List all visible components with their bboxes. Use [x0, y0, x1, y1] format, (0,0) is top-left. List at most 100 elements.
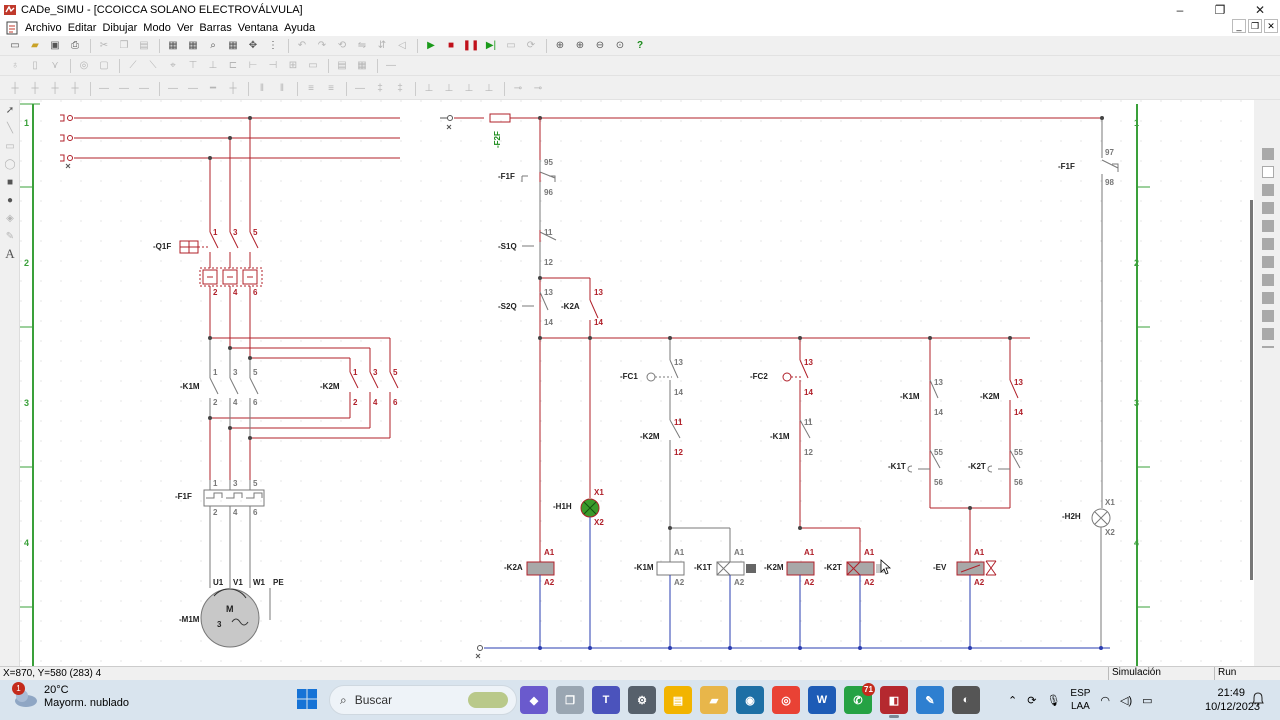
file-explorer-icon[interactable]: ▰: [700, 686, 728, 714]
valve-component-icon[interactable]: ⊞: [288, 60, 298, 71]
window-icon[interactable]: ▭: [506, 40, 516, 51]
connect4-icon[interactable]: ⊥: [484, 83, 494, 94]
windows-start-icon[interactable]: [296, 688, 318, 710]
tool-icon[interactable]: [1262, 256, 1274, 268]
line6-icon[interactable]: ━: [209, 83, 217, 94]
sensor-component-icon[interactable]: ⌖: [170, 60, 176, 71]
fuse-component-icon[interactable]: ▯: [32, 60, 38, 71]
line4-icon[interactable]: —: [168, 83, 178, 94]
nc-contact-component-icon[interactable]: ⟍: [149, 60, 157, 71]
text-tool-icon[interactable]: A: [5, 246, 15, 261]
schematic-canvas[interactable]: 1 2 3 4 1 2 3 4: [20, 100, 1254, 666]
tool-icon[interactable]: [1262, 220, 1274, 232]
taskbar-search[interactable]: ⌕ Buscar: [329, 685, 517, 715]
filled-ellipse-tool-icon[interactable]: ●: [6, 194, 14, 206]
breaker-component-icon[interactable]: ⋎: [51, 60, 59, 71]
menu-ventana[interactable]: Ventana: [237, 21, 279, 34]
connect2-icon[interactable]: ⊥: [444, 83, 454, 94]
page-zoom-icon[interactable]: ▦: [188, 40, 198, 51]
cylinder-component-icon[interactable]: ▭: [308, 60, 318, 71]
recorder-app-icon[interactable]: ◐: [952, 686, 980, 714]
taskbar-clock[interactable]: 21:49 10/12/2023: [1205, 686, 1260, 714]
language-indicator[interactable]: ESP LAA: [1070, 688, 1091, 712]
bus3-icon[interactable]: ≡: [308, 83, 314, 94]
relay-component-icon[interactable]: ⊢: [248, 60, 258, 71]
notification-bell-icon[interactable]: [1252, 692, 1264, 706]
wire-junction2-icon[interactable]: ┼: [51, 83, 59, 94]
mdi-close-button[interactable]: ✕: [1264, 19, 1278, 33]
tool-icon[interactable]: [1262, 328, 1274, 340]
plc-component-icon[interactable]: ▤: [337, 60, 347, 71]
chrome-app-icon[interactable]: ◎: [772, 686, 800, 714]
wire-junction3-icon[interactable]: ┼: [71, 83, 79, 94]
paint-app-icon[interactable]: ✎: [916, 686, 944, 714]
contact-component-icon[interactable]: ⟋: [129, 60, 137, 71]
word-app-icon[interactable]: W: [808, 686, 836, 714]
mirror-icon[interactable]: ⇋: [357, 40, 367, 51]
microphone-icon[interactable]: 🎙: [1046, 694, 1061, 707]
paste-icon[interactable]: ▤: [139, 40, 149, 51]
volume-icon[interactable]: ◁): [1120, 694, 1133, 707]
pause-icon[interactable]: ❚❚: [462, 40, 480, 51]
minimize-button[interactable]: –: [1176, 2, 1184, 17]
chevron-up-icon[interactable]: ⌃: [1008, 694, 1018, 707]
run-icon[interactable]: ▶: [427, 40, 435, 51]
new-file-icon[interactable]: ▭: [10, 40, 20, 51]
tool-icon[interactable]: [1262, 184, 1274, 196]
button-component-icon[interactable]: ⊤: [188, 60, 198, 71]
line-icon[interactable]: —: [99, 83, 109, 94]
save-icon[interactable]: ▣: [50, 40, 60, 51]
cross-icon[interactable]: —: [355, 83, 365, 94]
wifi-icon[interactable]: ◠: [1100, 694, 1111, 707]
display-component-icon[interactable]: ▦: [357, 60, 367, 71]
tool-icon[interactable]: [1262, 310, 1274, 322]
menu-modo[interactable]: Modo: [143, 21, 171, 34]
menu-ayuda[interactable]: Ayuda: [284, 21, 316, 34]
rectangle-tool-icon[interactable]: ▭: [5, 140, 15, 152]
rotate-icon[interactable]: ⟲: [337, 40, 347, 51]
bus2-icon[interactable]: ‖: [279, 83, 285, 94]
whatsapp-app-icon[interactable]: ✆71: [844, 683, 875, 714]
motor-component-icon[interactable]: ◎: [79, 60, 89, 71]
cross2-icon[interactable]: ‡: [377, 83, 383, 94]
pen-tool-icon[interactable]: ✎: [5, 230, 15, 242]
tool-icon[interactable]: [1262, 166, 1274, 178]
page-settings-icon[interactable]: ▦: [228, 40, 238, 51]
cut-icon[interactable]: ✂: [99, 40, 109, 51]
fill-tool-icon[interactable]: ◈: [6, 212, 14, 224]
mdi-minimize-button[interactable]: _: [1232, 19, 1246, 33]
connect3-icon[interactable]: ⊥: [464, 83, 474, 94]
tool-icon[interactable]: [1262, 202, 1274, 214]
zoom-icon[interactable]: ⊕: [555, 40, 565, 51]
switch-component-icon[interactable]: ⊥: [208, 60, 218, 71]
tool-icon[interactable]: [1262, 292, 1274, 304]
timer-component-icon[interactable]: ⊏: [228, 60, 238, 71]
line2-icon[interactable]: —: [119, 83, 129, 94]
page-view-icon[interactable]: ▦: [168, 40, 178, 51]
flip-icon[interactable]: ⇵: [377, 40, 387, 51]
teams-app-icon[interactable]: T: [592, 686, 620, 714]
menu-dibujar[interactable]: Dibujar: [102, 21, 138, 34]
coil-component-icon[interactable]: ⊣: [268, 60, 278, 71]
task-view-icon[interactable]: ❐: [556, 686, 584, 714]
step-icon[interactable]: ▶|: [485, 40, 497, 51]
filled-rectangle-tool-icon[interactable]: ■: [6, 176, 14, 188]
tool-icon[interactable]: [1262, 346, 1274, 348]
print-icon[interactable]: ⎙: [71, 40, 79, 51]
find-icon[interactable]: ⌕: [210, 40, 216, 51]
sync-icon[interactable]: ⟳: [1027, 694, 1037, 707]
menu-editar[interactable]: Editar: [67, 21, 97, 34]
settings-app-icon[interactable]: ⚙: [628, 686, 656, 714]
cross3-icon[interactable]: ‡: [397, 83, 403, 94]
maximize-button[interactable]: ❐: [1214, 2, 1226, 17]
zoom-out-icon[interactable]: ⊖: [595, 40, 605, 51]
node-icon[interactable]: ┼: [229, 83, 237, 94]
zoom-in-icon[interactable]: ⊕: [575, 40, 585, 51]
select-icon[interactable]: ✥: [248, 40, 258, 51]
bus-icon[interactable]: ‖: [259, 83, 265, 94]
line5-icon[interactable]: —: [188, 83, 198, 94]
close-button[interactable]: ✕: [1254, 2, 1266, 17]
pointer-icon[interactable]: ➚: [5, 104, 15, 116]
lamp-component-icon[interactable]: ♁: [11, 60, 19, 71]
mdi-restore-button[interactable]: ❐: [1248, 19, 1262, 33]
